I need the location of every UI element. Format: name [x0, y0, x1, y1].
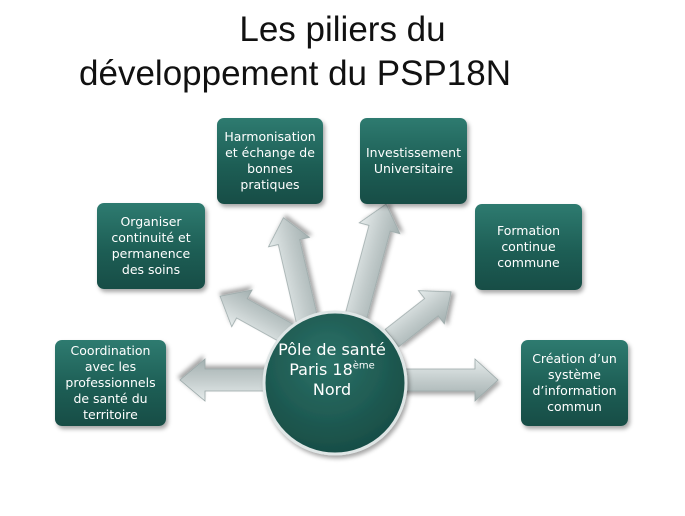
node-investissement: Investissement Universitaire: [360, 118, 467, 204]
node-formation: Formation continue commune: [475, 204, 582, 290]
slide-title: Les piliers du développement du PSP18N: [0, 8, 685, 96]
arrow-to-systeme: [394, 358, 499, 402]
arrow-to-formation: [384, 290, 452, 348]
center-line-2: Paris 18ème: [262, 360, 402, 380]
node-coordination: Coordination avec les professionnels de …: [55, 340, 166, 426]
center-line-1: Pôle de santé: [278, 340, 386, 359]
title-line-1: Les piliers du: [239, 10, 446, 49]
center-hub-label: Pôle de santé Paris 18ème Nord: [262, 340, 402, 400]
title-line-2: développement du PSP18N: [79, 54, 511, 93]
center-hub-circle: [262, 310, 408, 456]
node-coordination-label: Coordination avec les professionnels de …: [65, 343, 156, 422]
arrow-to-investissement: [343, 203, 401, 324]
center-line-3: Nord: [312, 380, 352, 399]
node-systeme: Création d’un système d’information comm…: [521, 340, 628, 426]
arrow-to-harmonisation: [267, 217, 319, 323]
node-harmonisation: Harmonisation et échange de bonnes prati…: [217, 118, 323, 204]
node-harmonisation-label: Harmonisation et échange de bonnes prati…: [224, 129, 316, 192]
node-formation-label: Formation continue commune: [496, 223, 561, 270]
node-systeme-label: Création d’un système d’information comm…: [532, 351, 617, 414]
arrow-to-organiser: [219, 289, 296, 346]
node-organiser-label: Organiser continuité et permanence des s…: [111, 214, 191, 277]
node-organiser: Organiser continuité et permanence des s…: [97, 203, 205, 289]
center-line-2-main: Paris 18: [289, 360, 353, 379]
center-line-2-sup: ème: [352, 360, 375, 372]
node-investissement-label: Investissement Universitaire: [366, 145, 461, 176]
